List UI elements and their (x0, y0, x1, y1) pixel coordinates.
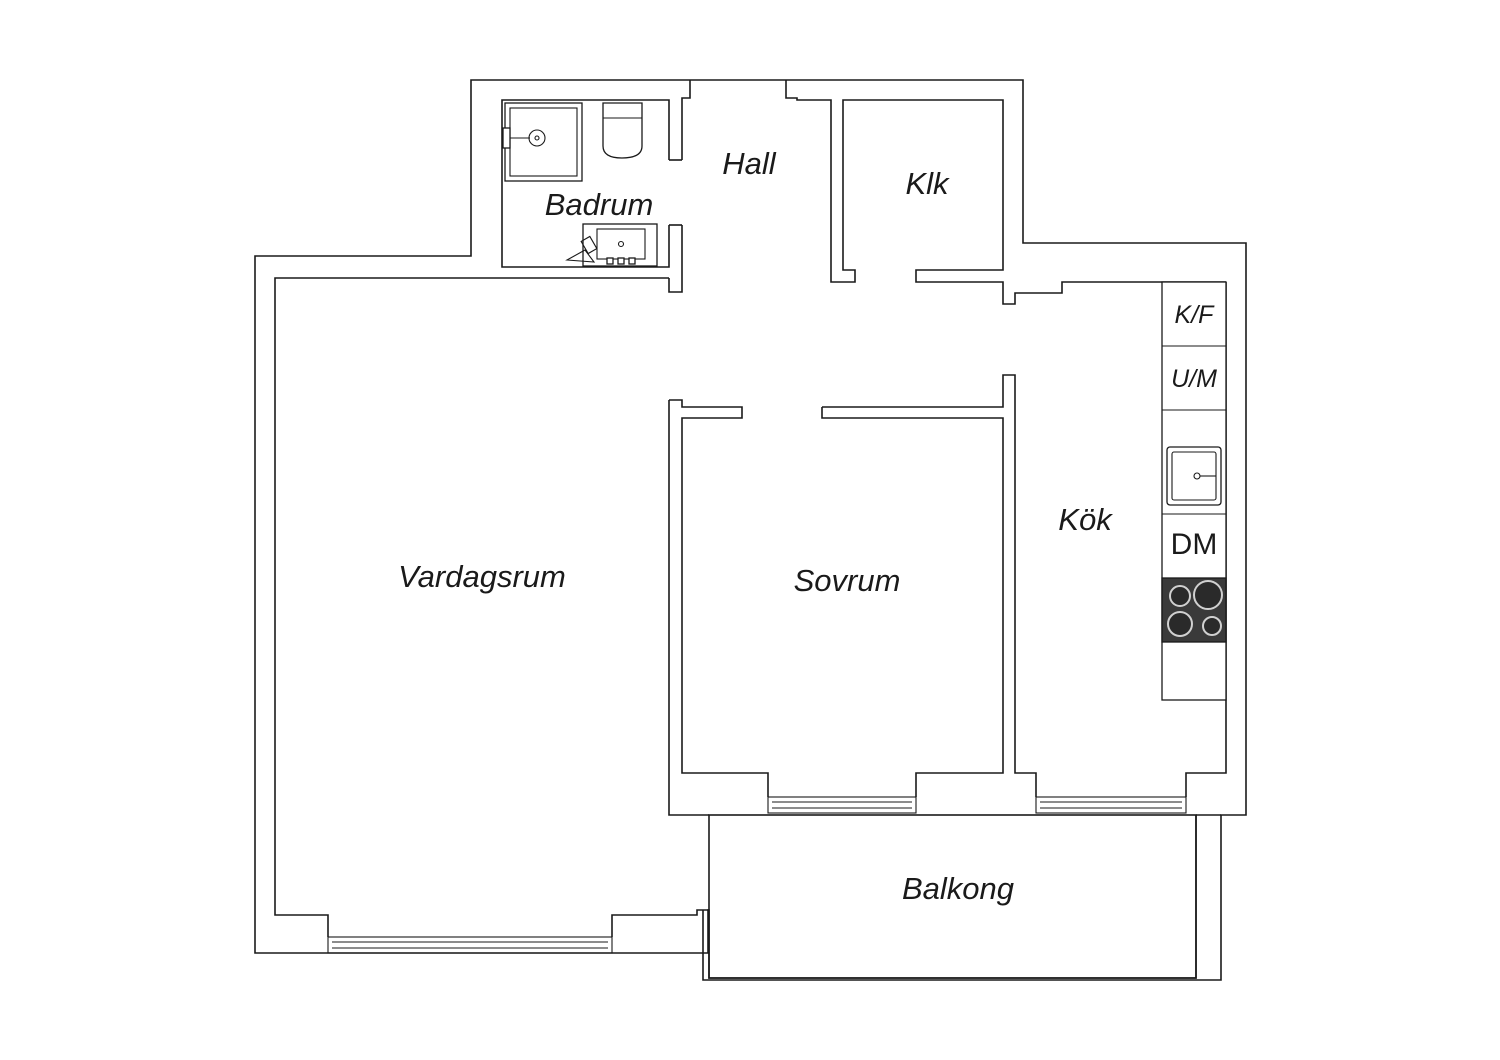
sovrum-wall-inner (821, 407, 1004, 797)
window-icon (1035, 796, 1187, 814)
appliance-label-oven-microwave: U/M (1171, 365, 1217, 393)
washbasin-icon (565, 223, 658, 267)
badrum-wall-lower (668, 225, 683, 293)
badrum-wall-outer (681, 80, 691, 160)
room-label-vardagsrum: Vardagsrum (398, 559, 566, 594)
balkong-outline (708, 814, 1197, 979)
vardagsrum-wall (274, 277, 669, 937)
stove-icon (1161, 577, 1227, 643)
hall-wall (785, 80, 1226, 305)
window-icon (327, 936, 613, 954)
kitchen-sink-icon (1166, 446, 1222, 506)
sovrum-wall (822, 374, 1037, 797)
vardagsrum-door-jamb (669, 399, 769, 797)
appliance-label-dishwasher: DM (1171, 528, 1218, 561)
shower-icon (502, 102, 583, 182)
room-label-sovrum: Sovrum (794, 563, 901, 598)
vardagsrum-wall-right (611, 909, 709, 937)
badrum-wall (501, 99, 670, 268)
room-label-badrum: Badrum (545, 187, 654, 222)
room-label-kok: Kök (1058, 502, 1113, 537)
room-label-hall: Hall (722, 146, 777, 181)
toilet-icon (602, 102, 643, 159)
vardagsrum-wall-side (668, 400, 709, 816)
room-label-balkong: Balkong (902, 871, 1014, 906)
room-label-klk: Klk (905, 166, 950, 201)
appliance-label-fridge-freezer: K/F (1175, 301, 1216, 329)
window-icon (767, 796, 917, 814)
